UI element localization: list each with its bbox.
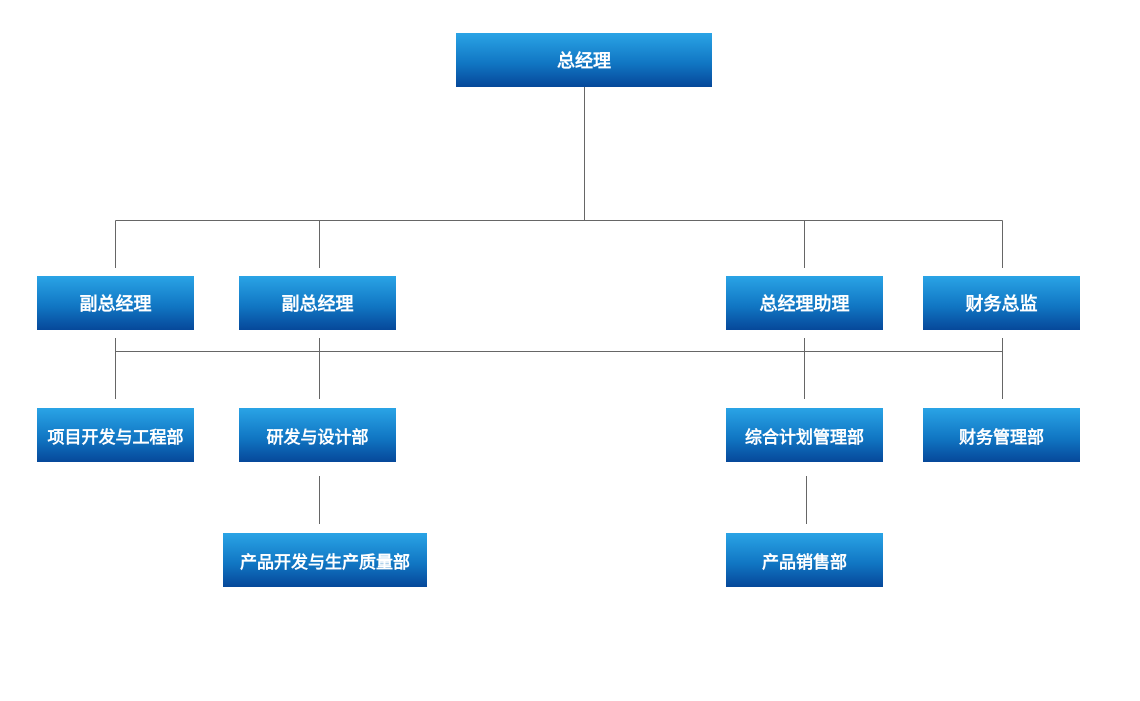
rd-design-box: 研发与设计部 bbox=[239, 408, 396, 462]
box-label: 项目开发与工程部 bbox=[47, 427, 184, 448]
finance-director-box: 财务总监 bbox=[923, 276, 1080, 330]
project-dev-engineering-box: 项目开发与工程部 bbox=[37, 408, 194, 462]
box-label: 副总经理 bbox=[79, 294, 152, 315]
box-label: 综合计划管理部 bbox=[745, 427, 864, 448]
vice-gm-box-2: 副总经理 bbox=[239, 276, 396, 330]
box-label: 总经理 bbox=[557, 51, 611, 72]
product-sales-box: 产品销售部 bbox=[726, 533, 883, 587]
assistant-gm-box: 总经理助理 bbox=[726, 276, 883, 330]
finance-management-box: 财务管理部 bbox=[923, 408, 1080, 462]
box-label: 财务管理部 bbox=[959, 427, 1044, 448]
product-dev-quality-box: 产品开发与生产质量部 bbox=[223, 533, 427, 587]
vice-gm-box-1: 副总经理 bbox=[37, 276, 194, 330]
planning-management-box: 综合计划管理部 bbox=[726, 408, 883, 462]
box-label: 财务总监 bbox=[965, 294, 1038, 315]
box-label: 副总经理 bbox=[281, 294, 354, 315]
general-manager-box: 总经理 bbox=[456, 33, 712, 87]
box-label: 产品开发与生产质量部 bbox=[240, 552, 410, 573]
box-label: 产品销售部 bbox=[762, 552, 847, 573]
box-label: 总经理助理 bbox=[759, 294, 850, 315]
box-label: 研发与设计部 bbox=[266, 427, 369, 448]
